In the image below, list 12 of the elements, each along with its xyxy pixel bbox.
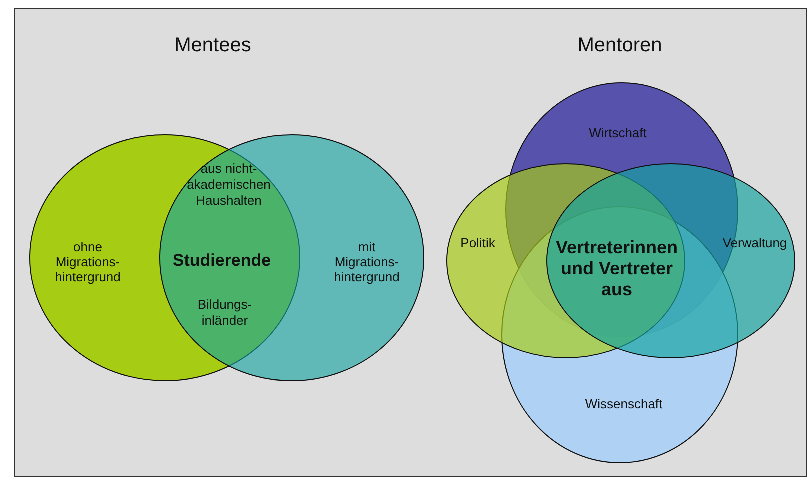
venn-label: Politik <box>460 236 496 250</box>
venn-label: Wissenschaft <box>584 396 664 412</box>
venn-label: mit Migrations- hintergrund <box>333 240 401 284</box>
venn-label: ohne Migrations- hintergrund <box>54 240 122 284</box>
overlap-label: aus nicht- akademischen Haushalten <box>186 161 272 209</box>
venn-label: Wirtschaft <box>588 126 648 140</box>
overlap-label: Bildungs- inländer <box>196 297 254 329</box>
venn-label: Verwaltung <box>722 236 788 250</box>
section-heading: Mentees <box>174 34 252 58</box>
section-heading: Mentoren <box>576 34 664 58</box>
center-label: Vertreterinnen und Vertreter aus <box>554 238 680 300</box>
center-label: Studierende <box>172 251 272 271</box>
